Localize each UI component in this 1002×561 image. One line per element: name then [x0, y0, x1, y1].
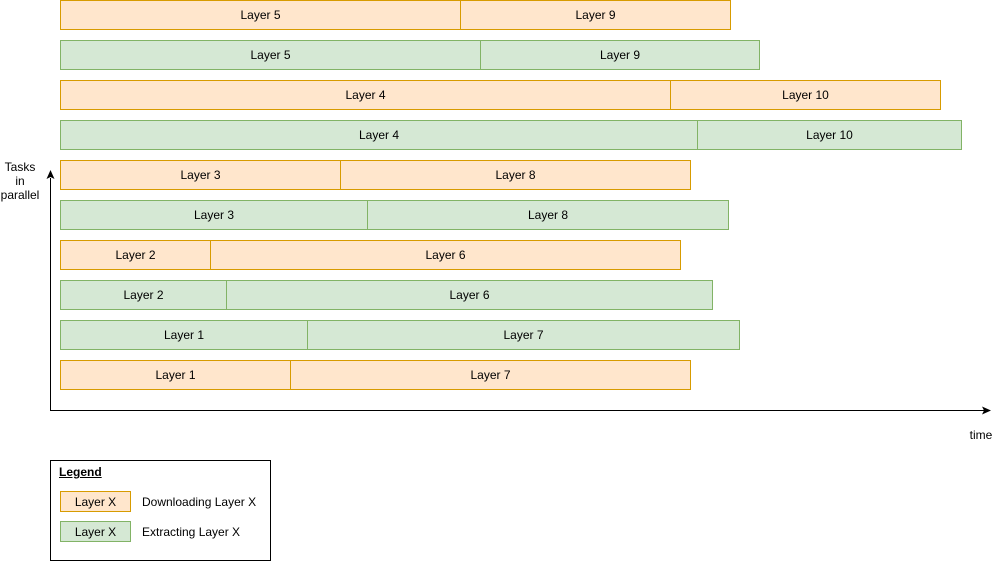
y-axis-label: Tasks in parallel — [0, 160, 40, 202]
download-bar: Layer 4 — [60, 80, 671, 110]
download-bar: Layer 1 — [60, 360, 291, 390]
task-row: Layer 2 Layer 6 — [0, 240, 1002, 270]
task-row: Layer 1 Layer 7 — [0, 360, 1002, 390]
extract-bar: Layer 2 — [60, 280, 227, 310]
task-row: Layer 5 Layer 9 — [0, 0, 1002, 30]
extract-bar: Layer 6 — [226, 280, 713, 310]
extract-bar: Layer 3 — [60, 200, 368, 230]
download-bar: Layer 2 — [60, 240, 211, 270]
extract-bar: Layer 10 — [697, 120, 962, 150]
download-bar: Layer 10 — [670, 80, 941, 110]
x-axis-arrowhead — [982, 406, 991, 415]
task-row: Layer 5 Layer 9 — [0, 40, 1002, 70]
task-row: Layer 3 Layer 8 — [0, 160, 1002, 190]
extract-bar: Layer 1 — [60, 320, 308, 350]
extract-bar: Layer 5 — [60, 40, 481, 70]
y-axis-label-line: Tasks — [4, 160, 36, 174]
y-axis-label-line: in — [15, 174, 25, 188]
legend-swatch-extract: Layer X — [60, 521, 131, 542]
extract-bar: Layer 4 — [60, 120, 698, 150]
extract-bar: Layer 8 — [367, 200, 729, 230]
legend-description: Extracting Layer X — [142, 525, 241, 539]
legend: Legend Layer X Downloading Layer X Layer… — [50, 460, 271, 561]
extract-bar: Layer 7 — [307, 320, 740, 350]
x-axis-label: time — [969, 428, 993, 442]
y-axis-arrowhead — [46, 170, 55, 179]
legend-description: Downloading Layer X — [142, 495, 257, 509]
legend-item-downloading: Layer X Downloading Layer X — [60, 491, 265, 513]
download-bar: Layer 9 — [460, 0, 731, 30]
download-bar: Layer 7 — [290, 360, 691, 390]
legend-item-extracting: Layer X Extracting Layer X — [60, 521, 265, 543]
task-row: Layer 3 Layer 8 — [0, 200, 1002, 230]
download-bar: Layer 3 — [60, 160, 341, 190]
download-bar: Layer 5 — [60, 0, 461, 30]
y-axis-label-line: parallel — [0, 188, 40, 202]
task-row: Layer 1 Layer 7 — [0, 320, 1002, 350]
legend-title: Legend — [59, 465, 102, 479]
download-bar: Layer 8 — [340, 160, 691, 190]
extract-bar: Layer 9 — [480, 40, 760, 70]
legend-swatch-download: Layer X — [60, 491, 131, 512]
task-row: Layer 4 Layer 10 — [0, 80, 1002, 110]
download-bar: Layer 6 — [210, 240, 681, 270]
task-row: Layer 2 Layer 6 — [0, 280, 1002, 310]
task-row: Layer 4 Layer 10 — [0, 120, 1002, 150]
task-rows: Layer 5 Layer 9 Layer 5 Layer 9 Layer 4 … — [0, 0, 1002, 390]
